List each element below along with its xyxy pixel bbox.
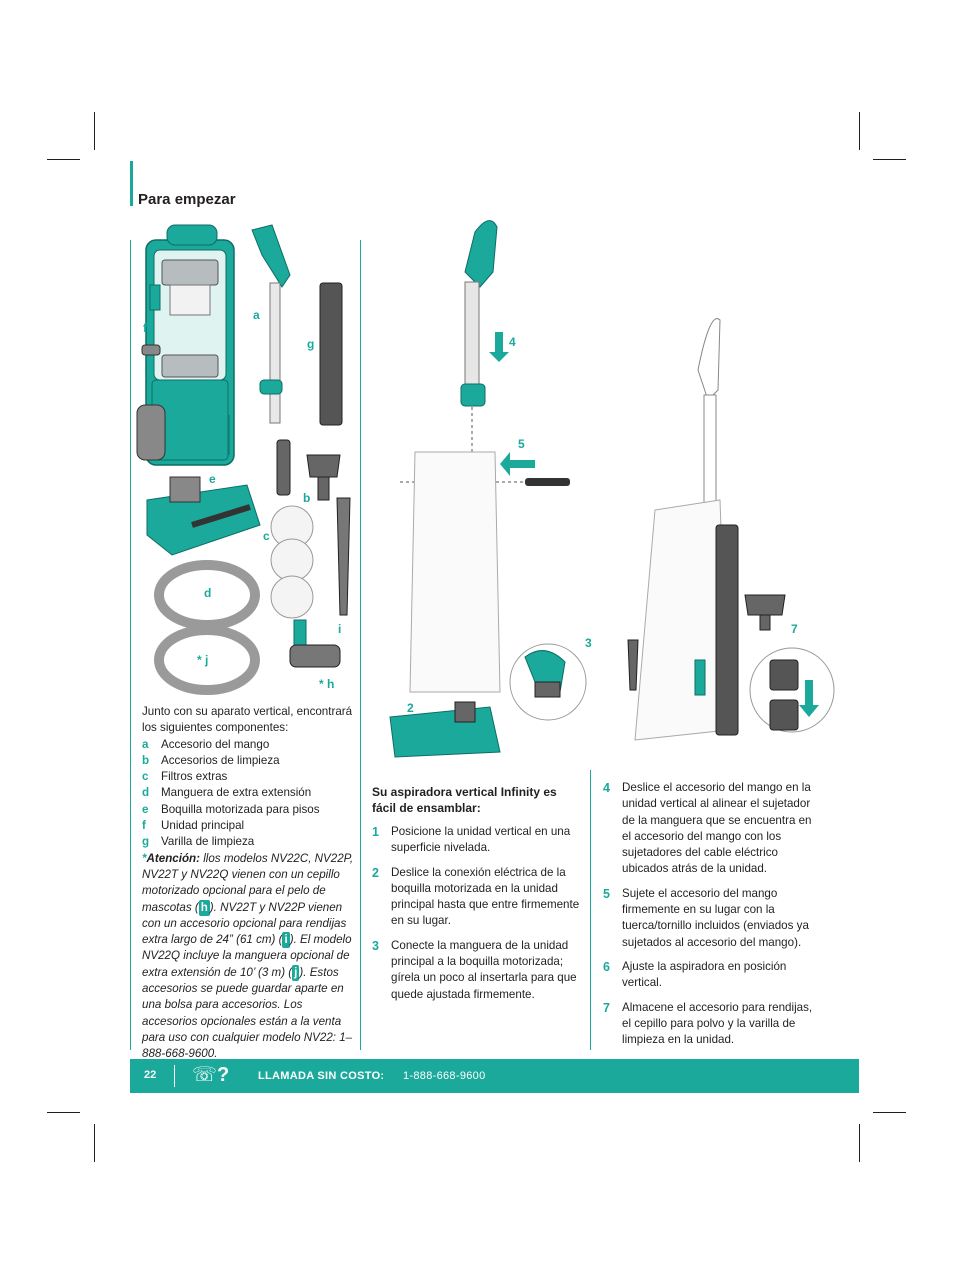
crop-mark [873, 1112, 906, 1113]
handle-outline [697, 318, 721, 401]
hose-illustration [154, 625, 260, 695]
storage-illustration [627, 318, 835, 741]
left-arrow-icon [500, 452, 535, 476]
dust-brush-stored [744, 594, 786, 631]
parts-illustration [136, 224, 351, 695]
vacuum-body-outline [409, 451, 501, 693]
title-accent-bar [130, 161, 133, 206]
label-i: i [338, 622, 342, 636]
phone-help-icon: ☏? [192, 1064, 230, 1086]
down-arrow-icon [799, 680, 819, 717]
long-crevice-tool-illustration [336, 497, 351, 616]
label-e: e [209, 472, 216, 486]
footer-bar: 22 ☏? LLAMADA SIN COSTO: 1-888-668-9600 [130, 1059, 859, 1093]
intro-section: Junto con su aparato vertical, encontrar… [142, 704, 354, 1063]
footer-divider [174, 1065, 175, 1087]
label-g: g [307, 337, 315, 351]
label-j: * j [197, 653, 209, 667]
step-label-2: 2 [407, 701, 414, 715]
label-d: d [204, 586, 212, 600]
intro-text: Junto con su aparato vertical, encontrar… [142, 705, 353, 735]
crop-mark [47, 159, 80, 160]
crop-mark [47, 1112, 80, 1113]
wand-illustration [319, 282, 343, 426]
column-rule [130, 240, 131, 1050]
down-arrow-icon [489, 332, 509, 362]
crevice-tool-illustration [276, 439, 291, 496]
dust-brush-illustration [306, 454, 341, 501]
main-unit-illustration [136, 224, 235, 466]
wand-stored [715, 524, 739, 736]
filter-illustration [270, 575, 314, 619]
step-label-4: 4 [509, 335, 516, 349]
crop-mark [859, 1124, 860, 1162]
step-label-3: 3 [585, 636, 592, 650]
step-label-7: 7 [791, 622, 798, 636]
label-f: f [143, 321, 147, 335]
crevice-tool-stored [627, 639, 639, 691]
step-label-5: 5 [518, 437, 525, 451]
crop-mark [94, 1124, 95, 1162]
label-h: * h [319, 677, 335, 691]
label-b: b [303, 491, 311, 505]
crop-mark [94, 112, 95, 150]
handle-illustration [251, 224, 291, 424]
assembly-illustration [389, 220, 587, 758]
crop-mark [859, 112, 860, 150]
handle-tube-illustration [464, 281, 480, 393]
handle-grip-illustration [464, 220, 498, 288]
label-a: a [253, 308, 260, 322]
label-c: c [263, 529, 270, 543]
attention-note: *Atención: llos modelos NV22C, NV22P, NV… [142, 851, 354, 1061]
pet-brush-illustration [289, 619, 341, 668]
screwdriver-icon [525, 478, 570, 486]
assembly-heading: Su aspiradora vertical Infinity es fácil… [372, 785, 557, 815]
power-nozzle-illustration [146, 476, 261, 556]
toll-free-label: LLAMADA SIN COSTO: [258, 1070, 385, 1082]
column-rule [590, 770, 591, 1050]
page-number: 22 [144, 1069, 157, 1081]
assembly-steps-left: Su aspiradora vertical Infinity es fácil… [372, 784, 582, 1011]
crop-mark [873, 159, 906, 160]
filter-illustration [270, 538, 314, 582]
page-title: Para empezar [138, 191, 236, 208]
column-rule [360, 240, 361, 1050]
toll-free-number: 1-888-668-9600 [403, 1070, 486, 1082]
vacuum-outline [634, 499, 729, 741]
